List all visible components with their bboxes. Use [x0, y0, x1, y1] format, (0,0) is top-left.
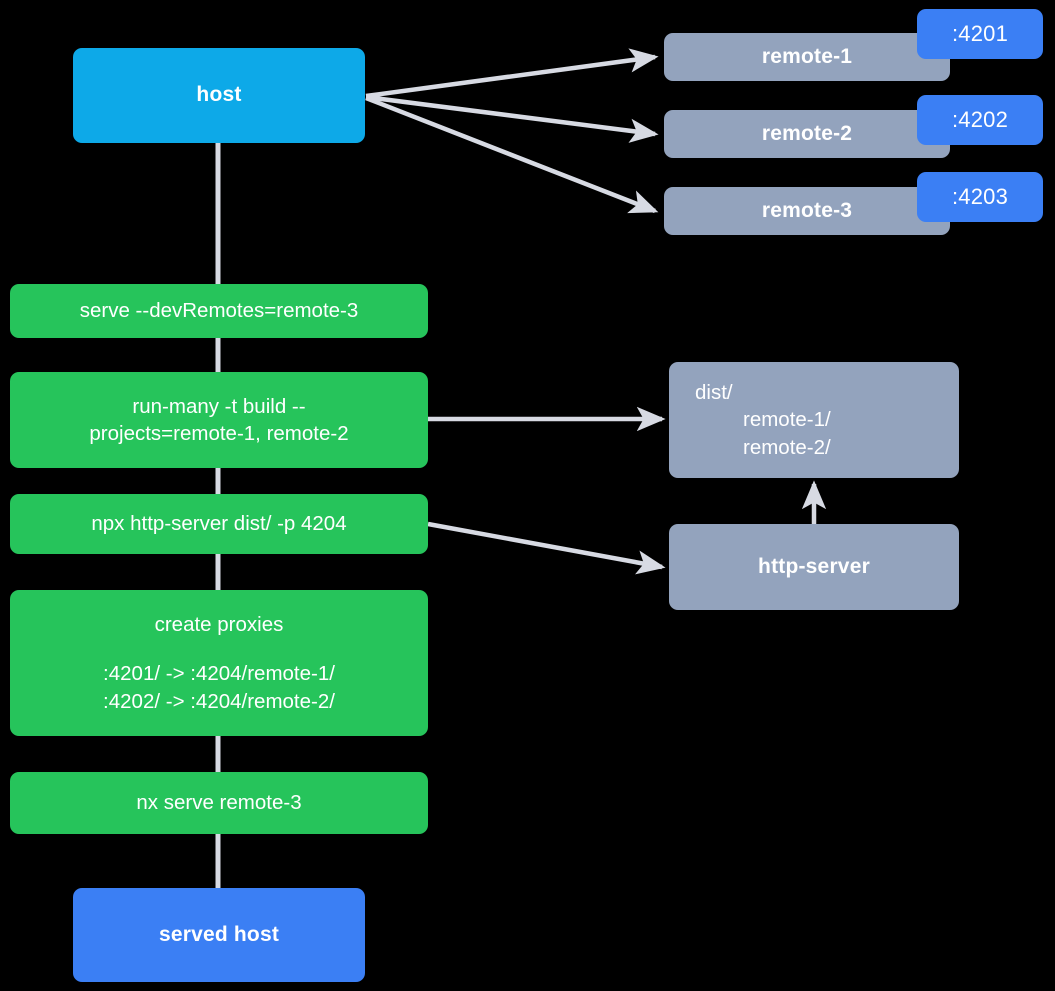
- node-remote-1-label: remote-1: [761, 44, 853, 68]
- node-npx-http-server-command[interactable]: npx http-server dist/ -p 4204: [10, 494, 428, 554]
- node-host-label: host: [196, 83, 242, 107]
- node-nx-serve-remote-3-label: nx serve remote-3: [136, 791, 302, 815]
- node-dist-line-1: dist/: [695, 380, 733, 404]
- node-http-server[interactable]: http-server: [669, 524, 959, 610]
- port-badge-remote-2[interactable]: :4202: [917, 95, 1043, 145]
- node-run-many-line-1: run-many -t build --: [132, 394, 306, 418]
- edge-host-to-remote-3: [365, 95, 659, 214]
- node-remote-3-label: remote-3: [761, 198, 853, 222]
- node-dist-line-2: remote-1/: [743, 408, 831, 432]
- port-badge-remote-1[interactable]: :4201: [917, 9, 1043, 59]
- node-remote-1[interactable]: remote-1: [664, 33, 950, 81]
- node-npx-http-server-label: npx http-server dist/ -p 4204: [91, 512, 347, 536]
- node-create-proxies-title: create proxies: [154, 612, 284, 636]
- node-run-many-line-2: projects=remote-1, remote-2: [89, 422, 349, 445]
- node-remote-2[interactable]: remote-2: [664, 110, 950, 158]
- node-remote-2-label: remote-2: [761, 121, 853, 145]
- edge-host-to-remote-2: [365, 94, 659, 143]
- node-nx-serve-remote-3[interactable]: nx serve remote-3: [10, 772, 428, 834]
- node-run-many-command[interactable]: run-many -t build -- projects=remote-1, …: [10, 372, 428, 468]
- node-serve-command[interactable]: serve --devRemotes=remote-3: [10, 284, 428, 338]
- node-remote-3[interactable]: remote-3: [664, 187, 950, 235]
- node-serve-command-label: serve --devRemotes=remote-3: [79, 299, 359, 323]
- port-badge-remote-2-label: :4202: [951, 107, 1009, 132]
- node-dist-folder[interactable]: dist/ remote-1/ remote-2/: [669, 362, 959, 478]
- node-host[interactable]: host: [73, 48, 365, 143]
- edge-host-to-remote-1: [365, 48, 659, 99]
- port-badge-remote-3-label: :4203: [951, 184, 1009, 209]
- node-http-server-label: http-server: [758, 554, 870, 578]
- edge-npx-to-http-server: [427, 521, 666, 575]
- node-served-host-label: served host: [158, 922, 280, 946]
- port-badge-remote-3[interactable]: :4203: [917, 172, 1043, 222]
- node-create-proxies-mapping-2: :4202/ -> :4204/remote-2/: [103, 689, 335, 713]
- node-create-proxies[interactable]: create proxies :4201/ -> :4204/remote-1/…: [10, 590, 428, 736]
- node-served-host[interactable]: served host: [73, 888, 365, 982]
- port-badge-remote-1-label: :4201: [951, 21, 1009, 46]
- node-dist-line-3: remote-2/: [743, 435, 831, 459]
- node-create-proxies-mapping-1: :4201/ -> :4204/remote-1/: [103, 662, 335, 686]
